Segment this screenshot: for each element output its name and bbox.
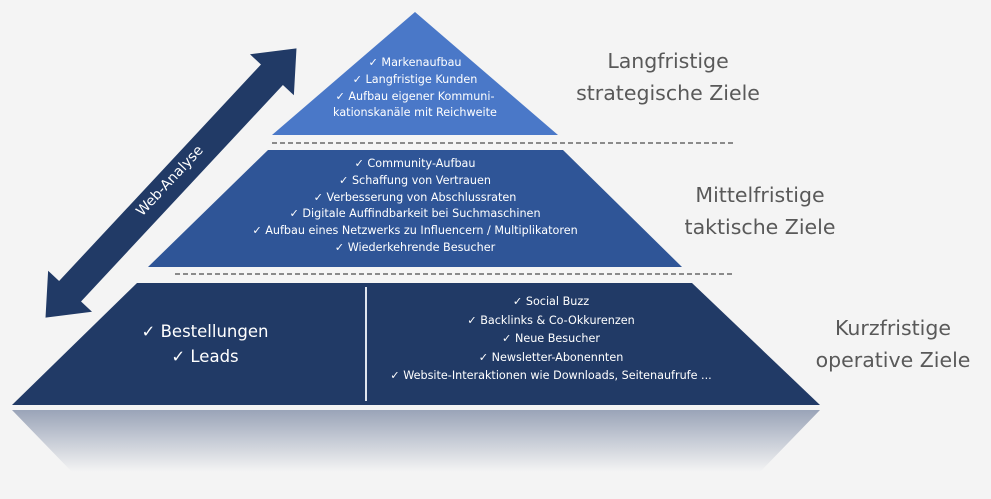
list-item: Langfristige Kunden: [272, 72, 558, 89]
list-item: Neue Besucher: [366, 330, 736, 349]
list-item: Digitale Auffindbarkeit bei Suchmaschine…: [148, 206, 682, 223]
list-item: Backlinks & Co-Okkurenzen: [366, 312, 736, 331]
pyramid-reflection: [12, 410, 820, 472]
list-item: Newsletter-Abonennten: [366, 349, 736, 368]
list-item: Social Buzz: [366, 293, 736, 312]
label-line: Kurzfristige: [835, 316, 951, 340]
list-item: Schaffung von Vertrauen: [148, 173, 682, 190]
mid-term-label: Mittelfristige taktische Ziele: [660, 179, 860, 243]
short-term-main-goals-list: Bestellungen Leads: [100, 319, 310, 369]
mid-term-goals-list: Community-Aufbau Schaffung von Vertrauen…: [148, 156, 682, 257]
list-item: Aufbau eines Netzwerks zu Influencern / …: [148, 223, 682, 240]
long-term-goals-list: Markenaufbau Langfristige Kunden Aufbau …: [272, 55, 558, 122]
list-item: Website-Interaktionen wie Downloads, Sei…: [366, 367, 736, 386]
list-item: Leads: [100, 344, 310, 369]
long-term-label: Langfristige strategische Ziele: [568, 45, 768, 109]
list-item-continuation: kationskanäle mit Reichweite: [333, 106, 497, 120]
label-line: operative Ziele: [815, 348, 971, 372]
list-item: Bestellungen: [100, 319, 310, 344]
label-line: Mittelfristige: [695, 183, 825, 207]
label-line: Langfristige: [607, 49, 729, 73]
short-term-label: Kurzfristige operative Ziele: [793, 312, 991, 376]
list-item: Aufbau eigener Kommuni-: [272, 89, 558, 106]
list-item: Verbesserung von Abschlussraten: [148, 190, 682, 207]
list-item: Wiederkehrende Besucher: [148, 240, 682, 257]
list-item: Community-Aufbau: [148, 156, 682, 173]
short-term-goals-list: Social Buzz Backlinks & Co-Okkurenzen Ne…: [366, 293, 736, 386]
label-line: taktische Ziele: [684, 215, 836, 239]
label-line: strategische Ziele: [576, 81, 760, 105]
list-item: Markenaufbau: [272, 55, 558, 72]
